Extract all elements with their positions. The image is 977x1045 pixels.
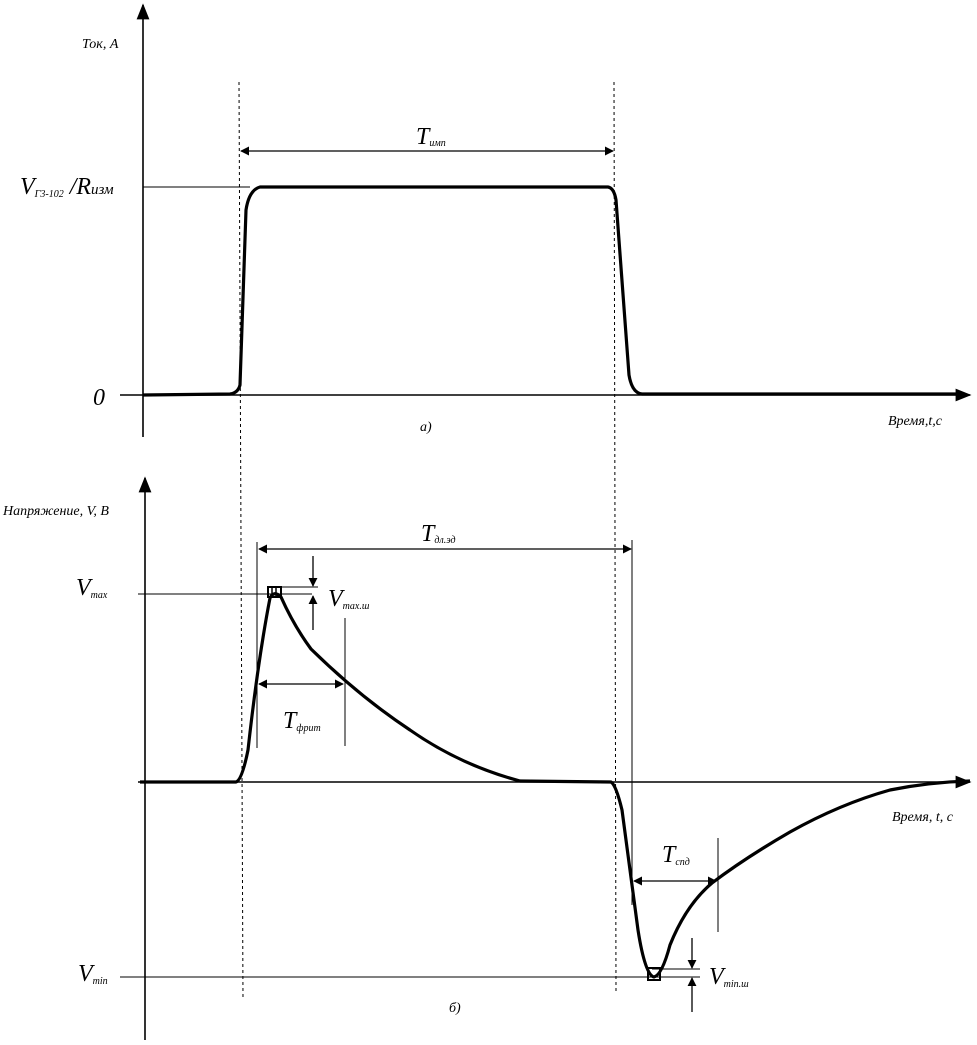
panel-b-x-axis-title: Время, t, c xyxy=(892,810,954,825)
panel-a-current-pulse xyxy=(142,185,960,397)
panel-b-voltage-curve xyxy=(140,592,971,979)
panel-a-level-label: VГ3-102 /Rизм xyxy=(20,174,114,200)
vmax-label: Vmax xyxy=(76,575,108,601)
vmin-label: Vmin xyxy=(78,961,108,987)
panel-a-x-axis-title: Время,t,c xyxy=(888,414,943,429)
tdl-label: Tдл.эд xyxy=(421,521,456,547)
panel-a-guide-left xyxy=(238,81,244,1001)
vmin-trough-marker xyxy=(647,967,661,981)
tfr-label: Tфрит xyxy=(283,708,321,734)
panel-a-y-axis-title: Ток, А xyxy=(82,37,119,52)
vmaxsh-label: Vmax.ш xyxy=(328,586,370,612)
vminsh-label: Vmin.ш xyxy=(709,964,749,990)
vmax-peak-marker xyxy=(267,586,282,598)
tsp-label: Tспд xyxy=(662,842,690,868)
panel-a-zero-label: 0 xyxy=(93,385,105,411)
panel-b-label: б) xyxy=(449,1001,461,1016)
panel-a-guide-right xyxy=(613,81,617,993)
panel-a-label: а) xyxy=(420,420,432,435)
panel-b-voltage: Напряжение, V, В Время, t, c б) Vmax Vma… xyxy=(2,476,972,1040)
panel-b-y-axis-title: Напряжение, V, В xyxy=(2,504,109,519)
panel-a-period-label: Tимп xyxy=(416,124,446,150)
panel-a-current: Ток, А Время,t,c а) VГ3-102 /Rизм 0 Tимп xyxy=(20,3,972,1001)
